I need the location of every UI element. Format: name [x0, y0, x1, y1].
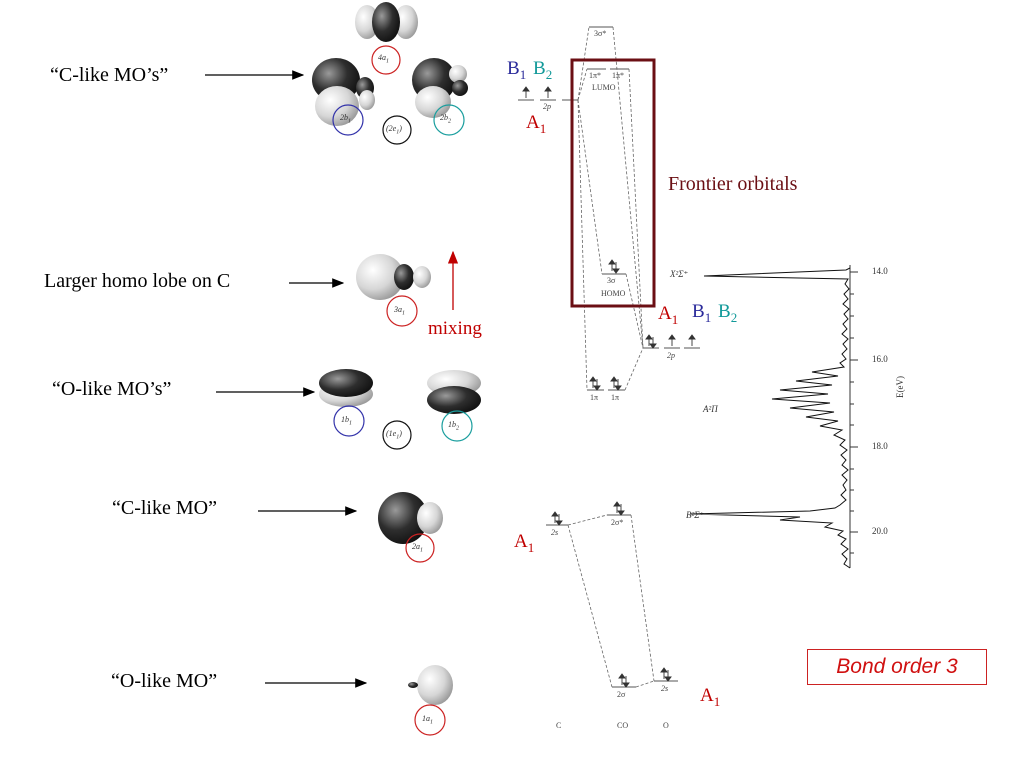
label-larger-homo: Larger homo lobe on C	[44, 270, 231, 292]
orbital-label-2a1: 2a1	[412, 542, 423, 554]
label-o-like-mos: “O-like MO’s”	[52, 378, 172, 400]
bond-order-box: Bond order 3	[807, 649, 987, 685]
level-2sigma-star: 2σ*	[611, 518, 624, 527]
symmetry-b1-top: B1	[507, 58, 527, 82]
symmetry-a1-2s: A1	[514, 531, 535, 555]
spectrum-ticks	[850, 271, 858, 554]
orbital-2a1-picture	[378, 492, 443, 544]
symmetry-b1-mid: B1	[692, 301, 712, 325]
mixing-label: mixing	[428, 318, 482, 339]
level-3sigma-star: 3σ*	[594, 29, 607, 38]
level-c-2s: 2s	[551, 528, 559, 537]
level-2sigma: 2σ	[617, 690, 626, 699]
state-a: A²Π	[703, 404, 718, 414]
orbital-1b2-picture	[427, 370, 481, 414]
spectrum-axis-label: E(eV)	[895, 376, 905, 398]
pe-spectrum	[689, 265, 858, 569]
circle-1a1	[414, 704, 446, 736]
tick-20: 20.0	[872, 526, 888, 536]
label-c-like-mos: “C-like MO’s”	[50, 64, 169, 86]
correlation-lines	[567, 26, 655, 688]
circle-2b2	[433, 104, 465, 136]
circle-2b1	[332, 104, 364, 136]
spectrum-trace	[689, 267, 851, 569]
circle-1e1	[382, 420, 412, 450]
level-homo: HOMO	[601, 289, 626, 298]
symmetry-a1-bottom: A1	[700, 685, 721, 709]
level-1pi-b: 1π	[611, 393, 620, 402]
level-o-2s: 2s	[661, 684, 669, 693]
state-x: X²Σ⁺	[670, 269, 689, 279]
level-lumo: LUMO	[592, 83, 616, 92]
orbital-3a1-picture	[356, 254, 431, 300]
level-o-2p: 2p	[667, 351, 675, 360]
symmetry-b2-mid: B2	[718, 301, 738, 325]
tick-18: 18.0	[872, 441, 888, 451]
symmetry-a1-top: A1	[526, 112, 547, 136]
orbital-label-1b2: 1b2	[448, 420, 459, 432]
orbital-label-2b1: 2b1	[340, 113, 351, 125]
circle-2a1	[405, 533, 435, 563]
orbital-1b1-picture	[319, 369, 373, 407]
column-co: CO	[617, 721, 629, 730]
orbital-2b2-picture	[412, 58, 468, 118]
level-c-2p: 2p	[543, 102, 551, 111]
orbital-label-3a1: 3a1	[394, 305, 405, 317]
orbital-label-2e1: (2e1)	[386, 124, 402, 136]
orbital-4a1-picture	[355, 2, 418, 42]
symmetry-a1-mid: A1	[658, 303, 679, 327]
energy-levels	[518, 26, 700, 688]
tick-16: 16.0	[872, 354, 888, 364]
state-b: B²Σ⁺	[686, 510, 705, 520]
circle-3a1	[386, 295, 418, 327]
column-c: C	[556, 721, 562, 730]
level-1pi-star-a: 1π*	[589, 71, 602, 80]
level-3sigma: 3σ	[607, 276, 616, 285]
circle-4a1	[371, 45, 401, 75]
level-1pi-star-b: 1π*	[612, 71, 625, 80]
electron-arrows	[522, 86, 696, 688]
orbital-label-1e1: (1e1)	[386, 429, 402, 441]
orbital-1a1-picture	[408, 665, 453, 705]
frontier-box	[570, 58, 656, 308]
label-c-like-mo: “C-like MO”	[112, 497, 217, 519]
tick-14: 14.0	[872, 266, 888, 276]
orbital-label-1b1: 1b1	[341, 415, 352, 427]
orbital-label-2b2: 2b2	[440, 113, 451, 125]
label-o-like-mo: “O-like MO”	[111, 670, 218, 692]
column-o: O	[663, 721, 669, 730]
orbital-2b1-picture	[312, 58, 375, 126]
circle-1b1	[333, 405, 365, 437]
orbital-label-1a1: 1a1	[422, 714, 433, 726]
circle-1b2	[441, 410, 473, 442]
frontier-orbitals-label: Frontier orbitals	[668, 173, 798, 195]
symmetry-b2-top: B2	[533, 58, 553, 82]
orbital-label-4a1: 4a1	[378, 53, 389, 65]
level-1pi-a: 1π	[590, 393, 599, 402]
circle-2e1	[382, 115, 412, 145]
